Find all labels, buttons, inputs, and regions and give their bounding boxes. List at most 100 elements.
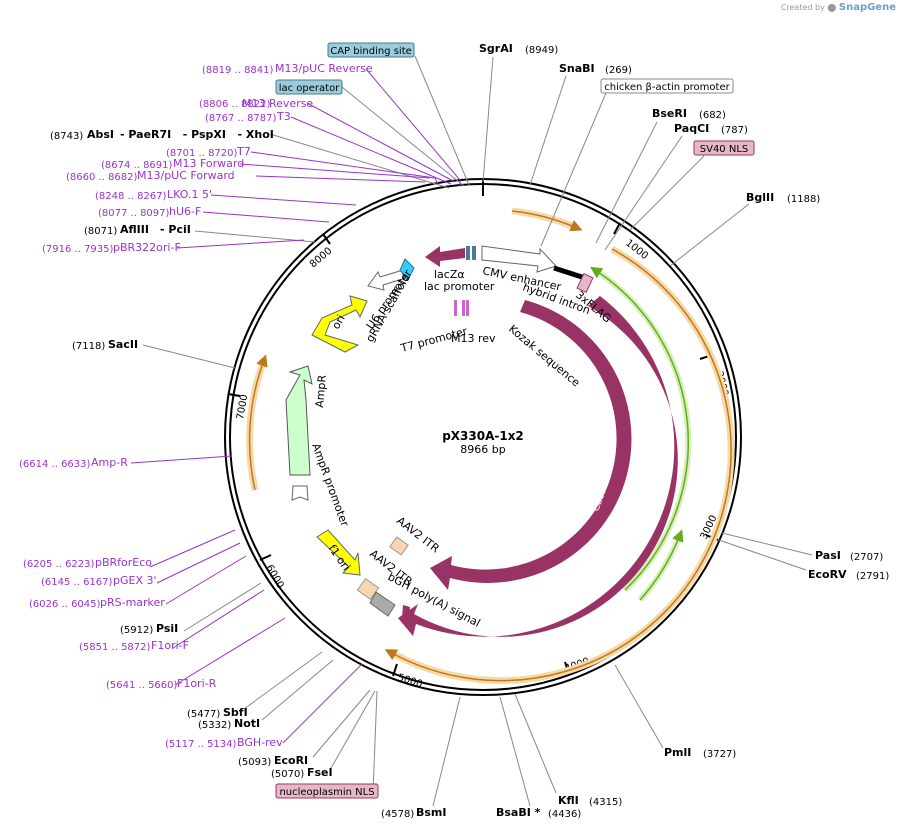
flag-box[interactable] [576,272,594,294]
primer-bgh-rev[interactable]: BGH-rev [237,736,283,749]
hybrid-intron-segment [553,265,586,281]
enzyme-fsei[interactable]: FseI [307,766,333,779]
primer-m13-fwd-pos: (8674 .. 8691) [101,160,173,171]
ampr-arrow[interactable] [285,365,313,476]
primer-pgex-pos: (6145 .. 6167) [41,577,113,588]
m13-rev-mark [462,300,465,316]
cas9-inner-feature[interactable] [430,300,632,590]
enzyme-paqci-pos: (787) [721,125,748,136]
chicken-promoter-label: chicken β-actin promoter [604,82,730,93]
enzyme-noti-pos: (5332) [198,720,231,731]
primer-t3[interactable]: T3 [276,110,291,123]
enzyme-sacii-pos: (7118) [72,341,105,352]
grna-scaffold-arrow[interactable] [399,258,415,281]
primer-m13puc-rev-pos: (8819 .. 8841) [202,65,274,76]
enzyme-bglii[interactable]: BglII [746,191,774,204]
primer-m13-rev-pos: (8806 .. 8822) [199,99,271,110]
primer-f1ori-r[interactable]: F1ori-R [177,677,217,690]
primer-pbr322[interactable]: pBR322ori-F [113,241,181,254]
primer-pbrforeco[interactable]: pBRforEco [95,556,152,569]
primer-f1ori-f[interactable]: F1ori-F [151,639,189,652]
enzyme-snabi[interactable]: SnaBI [559,62,595,75]
enzyme-ecorv[interactable]: EcoRV [808,568,847,581]
primer-ampr[interactable]: Amp-R [91,456,128,469]
enzyme-sgrai[interactable]: SgrAI [479,42,513,55]
primer-m13puc-rev[interactable]: M13/pUC Reverse [275,62,373,75]
enzyme-psii[interactable]: PsiI [156,622,178,635]
primer-lko[interactable]: LKO.1 5' [167,188,212,201]
cas9-outer-label: Cas9 [640,504,659,531]
cap-binding-label: CAP binding site [330,46,412,57]
aav2-itr-box-2[interactable] [356,577,380,601]
ori-label: ori [329,313,347,332]
tick-label-7000: 7000 [235,394,250,421]
nucleoplasmin-nls-box[interactable]: nucleoplasmin NLS [275,783,379,799]
primer-m13puc-fwd[interactable]: M13/pUC Forward [137,169,235,182]
enzyme-bsabi-pos: (4436) [548,809,581,820]
enzyme-ecori-pos: (5093) [238,757,271,768]
primer-pgex[interactable]: pGEX 3' [113,574,157,587]
ampr-promoter-arrow[interactable] [291,485,309,501]
enzyme-kfli[interactable]: KflI [558,794,579,807]
enzyme-kfli-pos: (4315) [589,797,622,808]
enzyme-sbfi[interactable]: SbfI [223,706,248,719]
enzyme-afliii-pos: (8071) [84,226,117,237]
enzyme-pmli[interactable]: PmlI [664,746,691,759]
enzyme-fsei-pos: (5070) [271,769,304,780]
nucleoplasmin-nls-label: nucleoplasmin NLS [279,787,374,798]
m13-rev-label: M13 rev [451,332,496,345]
enzyme-noti[interactable]: NotI [234,717,260,730]
lac-operator-label: lac operator [279,83,340,94]
primer-m13-rev[interactable]: M13 Reverse [242,97,313,110]
bgh-polya-box[interactable] [369,591,396,617]
plasmid-name: pX330A-1x2 [442,429,524,443]
enzyme-sgrai-pos: (8949) [525,45,558,56]
cap-binding-box[interactable]: CAP binding site [327,42,415,58]
enzyme-ecori[interactable]: EcoRI [274,754,308,767]
primer-t7[interactable]: T7 [236,145,251,158]
primer-m13puc-fwd-pos: (8660 .. 8682) [66,172,138,183]
sv40-nls-box[interactable]: SV40 NLS [693,140,755,156]
enzyme-bglii-pos: (1188) [787,194,820,205]
lacza-arrow[interactable] [425,246,465,267]
snapgene-credit: Created by ⬤ SnapGene [781,2,896,13]
primer-bgh-rev-pos: (5117 .. 5134) [165,739,237,750]
enzyme-bseri[interactable]: BseRI [652,107,687,120]
primer-leaders [130,68,461,744]
enzyme-absi-extra[interactable]: - PaeR7I - PspXI - XhoI [120,128,274,141]
enzyme-bsabi[interactable]: BsaBI * [496,806,541,819]
orf-arc-cas9 [388,245,735,685]
enzyme-absi[interactable]: AbsI [87,128,114,141]
enzyme-afliii[interactable]: AflIII [120,223,149,236]
cmv-enhancer-arrow[interactable] [481,245,557,273]
enzyme-bsmi-pos: (4578) [381,809,414,820]
primer-t3-pos: (8767 .. 8787) [205,113,277,124]
lac-promoter-label: lac promoter [424,280,495,293]
enzyme-absi-pos: (8743) [50,131,83,142]
primer-prs[interactable]: pRS-marker [100,596,165,609]
primer-pbrforeco-pos: (6205 .. 6223) [23,559,95,570]
enzyme-labels: SgrAI (8949) SnaBI (269) BseRI (682) Paq… [50,42,889,820]
primer-prs-pos: (6026 .. 6045) [29,599,101,610]
lac-operator-box[interactable]: lac operator [275,79,343,95]
credit-brand: SnapGene [838,2,896,13]
primer-hu6[interactable]: hU6-F [169,205,201,218]
aav2-itr-box-1[interactable] [389,536,409,556]
lacza-label: lacZα [434,268,465,281]
f1-ori-arrow[interactable] [316,529,361,576]
tick-label-8000: 8000 [308,246,335,271]
orf-arc-top [511,207,579,232]
primer-m13-fwd[interactable]: M13 Forward [173,157,244,170]
enzyme-bsmi[interactable]: BsmI [416,806,447,819]
primer-hu6-pos: (8077 .. 8097) [98,208,170,219]
enzyme-pcii[interactable]: - PciI [160,223,191,236]
enzyme-pasi[interactable]: PasI [815,549,841,562]
enzyme-paqci[interactable]: PaqCI [674,122,709,135]
ampr-promoter-label: AmpR promoter [309,442,351,529]
u6-promoter-arrow[interactable] [367,269,407,291]
chicken-promoter-box[interactable]: chicken β-actin promoter [600,78,734,94]
ori-arrow[interactable] [311,295,368,353]
enzyme-sacii[interactable]: SacII [108,338,138,351]
plasmid-size: 8966 bp [460,443,505,456]
